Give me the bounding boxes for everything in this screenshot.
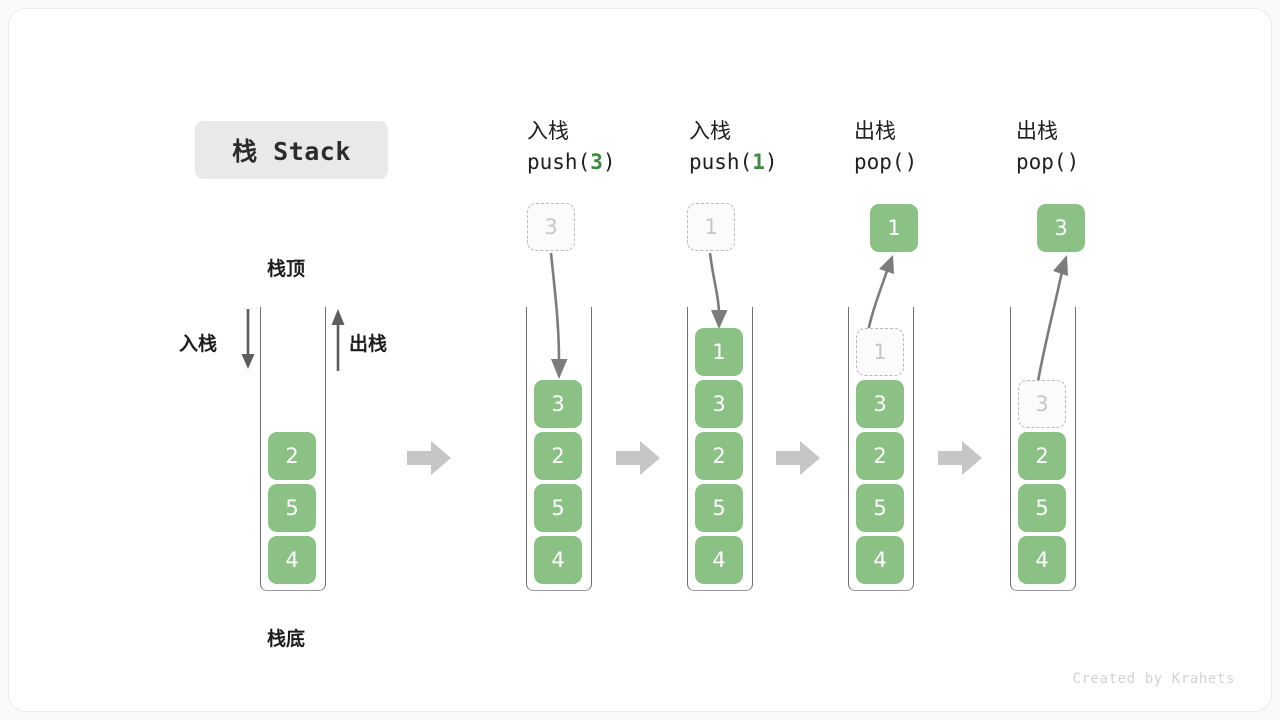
removed-ghost-cell: 1	[856, 328, 904, 376]
code-argument: 3	[590, 150, 603, 174]
stack-cell: 4	[856, 536, 904, 584]
stack-cell: 3	[695, 380, 743, 428]
stack-container	[687, 307, 753, 591]
push-transition-arrow-icon	[708, 252, 728, 329]
stack-cell: 2	[856, 432, 904, 480]
column-header-action: 出栈	[1016, 119, 1058, 143]
stack-cell: 4	[695, 536, 743, 584]
code-prefix: push(	[527, 150, 591, 174]
stack-cell: 4	[1018, 536, 1066, 584]
stack-cell: 5	[856, 484, 904, 532]
column-header-push-1: 入栈 push(1)	[689, 116, 899, 178]
column-header-pop-2: 出栈 pop()	[1016, 116, 1226, 178]
stack-cell: 4	[268, 536, 316, 584]
push-transition-arrow-icon	[549, 252, 568, 379]
stack-container	[526, 307, 592, 591]
stack-container	[260, 307, 326, 591]
column-header-code: push(3)	[527, 146, 737, 178]
stack-cell: 3	[856, 380, 904, 428]
popped-value-cell: 1	[870, 204, 918, 252]
stack-cell: 2	[1018, 432, 1066, 480]
page-title: 栈 Stack	[232, 137, 351, 166]
code-argument: 1	[752, 150, 765, 174]
column-header-code: pop()	[1016, 146, 1226, 178]
stack-cell: 5	[268, 484, 316, 532]
stack-cell: 2	[534, 432, 582, 480]
step-arrow-right-icon	[776, 441, 820, 475]
stack-container	[848, 307, 914, 591]
push-direction-arrow-icon	[241, 309, 255, 369]
column-header-push-3: 入栈 push(3)	[527, 116, 737, 178]
column-header-action: 出栈	[854, 119, 896, 143]
stack-cell: 3	[534, 380, 582, 428]
code-suffix: )	[764, 150, 778, 174]
column-header-code: pop()	[854, 146, 1064, 178]
push-direction-label: 入栈	[179, 333, 218, 355]
stack-cell: 1	[695, 328, 743, 376]
code-prefix: pop(	[1016, 150, 1067, 174]
step-arrow-right-icon	[616, 441, 660, 475]
code-suffix: )	[602, 150, 616, 174]
step-arrow-right-icon	[938, 441, 982, 475]
pop-direction-arrow-icon	[331, 309, 345, 371]
page-title-badge: 栈 Stack	[195, 121, 388, 179]
code-suffix: )	[904, 150, 918, 174]
column-header-action: 入栈	[689, 119, 731, 143]
stack-cell: 2	[695, 432, 743, 480]
stack-cell: 5	[534, 484, 582, 532]
diagram-card: 栈 Stack 栈顶 栈底 入栈 出栈 2 5 4 入栈 push(3)	[8, 8, 1272, 712]
stack-cell: 4	[534, 536, 582, 584]
column-header-action: 入栈	[527, 119, 569, 143]
code-prefix: push(	[689, 150, 753, 174]
stack-cell: 2	[268, 432, 316, 480]
stack-top-label: 栈顶	[267, 258, 306, 280]
incoming-ghost-cell: 1	[687, 203, 735, 251]
stack-bottom-label: 栈底	[267, 628, 306, 650]
pop-transition-arrow-icon	[1035, 255, 1068, 388]
incoming-ghost-cell: 3	[527, 203, 575, 251]
footer-credit: Created by Krahets	[1072, 671, 1235, 687]
stack-container	[1010, 307, 1076, 591]
stack-cell: 5	[1018, 484, 1066, 532]
stack-cell: 5	[695, 484, 743, 532]
code-prefix: pop(	[854, 150, 905, 174]
removed-ghost-cell: 3	[1018, 380, 1066, 428]
popped-value-cell: 3	[1037, 204, 1085, 252]
column-header-pop-1: 出栈 pop()	[854, 116, 1064, 178]
step-arrow-right-icon	[407, 441, 451, 475]
pop-direction-label: 出栈	[349, 333, 388, 355]
column-header-code: push(1)	[689, 146, 899, 178]
code-suffix: )	[1066, 150, 1080, 174]
